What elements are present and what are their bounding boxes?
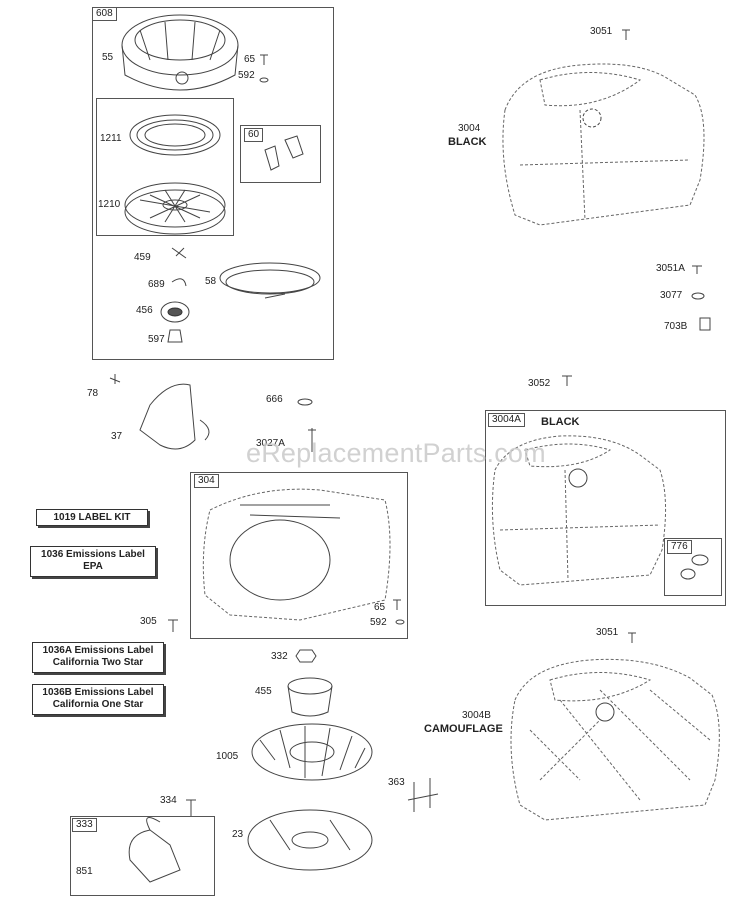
screw-3052-drawing [562, 375, 572, 386]
ignition-coil-851-drawing [128, 817, 181, 883]
kit-1036B-line2: California One Star [52, 699, 144, 710]
kit-1036-line2: EPA [83, 561, 103, 572]
group-tag-608: 608 [92, 7, 117, 21]
part-label-851[interactable]: 851 [76, 866, 93, 877]
part-label-3004[interactable]: 3004 [458, 123, 481, 134]
blower-housing-3004B-drawing [510, 658, 720, 821]
part-label-689[interactable]: 689 [148, 279, 165, 290]
screw-459-drawing [171, 247, 187, 259]
washer-3077-drawing [691, 292, 705, 300]
subgroup-box-inner [96, 98, 234, 236]
blower-housing-3004A-drawing [491, 435, 667, 586]
air-guide-37-drawing [139, 383, 210, 450]
part-label-55[interactable]: 55 [102, 52, 114, 63]
part-label-592-lower[interactable]: 592 [370, 617, 387, 628]
kit-1036A-line2: California Two Star [52, 657, 144, 668]
part-label-1005[interactable]: 1005 [216, 751, 239, 762]
stud-3027A-drawing [308, 428, 316, 452]
screw-3051-mid-drawing [628, 632, 636, 643]
screw-334-drawing [186, 799, 196, 816]
clip-689-drawing [171, 278, 187, 287]
part-label-1210[interactable]: 1210 [98, 199, 121, 210]
part-label-334[interactable]: 334 [160, 795, 177, 806]
part-label-23[interactable]: 23 [232, 829, 244, 840]
bracket-363-drawing [407, 778, 439, 812]
kit-1036B-emissions-label[interactable]: 1036B Emissions Label California One Sta… [32, 684, 164, 715]
group-tag-60: 60 [244, 128, 264, 142]
rewind-spring-drawing [129, 114, 221, 156]
part-label-455[interactable]: 455 [255, 686, 272, 697]
pulley-drawing [124, 182, 226, 235]
kit-1036A-emissions-label[interactable]: 1036A Emissions Label California Two Sta… [32, 642, 164, 673]
group-box-3004A [485, 410, 726, 606]
part-label-3004B[interactable]: 3004B [462, 710, 491, 721]
kit-1036A-line1: 1036A Emissions Label [42, 645, 154, 656]
color-note-camouflage: CAMOUFLAGE [424, 723, 503, 735]
color-note-black-3004: BLACK [448, 136, 487, 148]
starter-handle-drawing [160, 301, 190, 323]
group-box-304 [190, 472, 408, 639]
part-label-3052[interactable]: 3052 [528, 378, 551, 389]
screw-3051A-drawing [692, 265, 702, 274]
part-label-65-upper[interactable]: 65 [244, 54, 256, 65]
flywheel-1005-drawing [251, 723, 373, 781]
screw-3051-top-drawing [622, 29, 630, 40]
nut-703B-drawing [699, 317, 711, 331]
part-label-456[interactable]: 456 [136, 305, 153, 316]
part-label-363[interactable]: 363 [388, 777, 405, 788]
group-box-776 [664, 538, 722, 596]
group-tag-776: 776 [667, 540, 692, 554]
part-label-1211[interactable]: 1211 [100, 133, 122, 144]
group-box-608 [92, 7, 334, 360]
blower-shroud-304-drawing [202, 488, 391, 621]
armature-plate-23-drawing [247, 809, 373, 871]
part-label-3051-top[interactable]: 3051 [590, 26, 613, 37]
part-label-78[interactable]: 78 [87, 388, 99, 399]
part-label-592-upper[interactable]: 592 [238, 70, 255, 81]
part-label-3077[interactable]: 3077 [660, 290, 683, 301]
cup-455-drawing [287, 677, 333, 717]
kit-1036-line1: 1036 Emissions Label [41, 549, 145, 560]
screw-65-lower-drawing [393, 599, 401, 610]
group-box-333 [70, 816, 215, 896]
grommet-776-drawing [680, 554, 709, 580]
screw-65-drawing [260, 54, 268, 65]
kit-1019-label-kit[interactable]: 1019 LABEL KIT [36, 509, 148, 526]
part-label-332[interactable]: 332 [271, 651, 288, 662]
watermark-text: eReplacementParts.com [246, 438, 546, 468]
part-label-459[interactable]: 459 [134, 252, 151, 263]
group-tag-3004A: 3004A [488, 413, 525, 427]
kit-1019-text: 1019 LABEL KIT [53, 512, 131, 523]
group-tag-333: 333 [72, 818, 97, 832]
nut-332-drawing [295, 649, 317, 663]
part-label-597[interactable]: 597 [148, 334, 165, 345]
group-box-60 [240, 125, 321, 183]
color-note-black-3004A: BLACK [541, 416, 580, 428]
kit-1036B-line1: 1036B Emissions Label [42, 687, 154, 698]
part-label-3051A[interactable]: 3051A [656, 263, 685, 274]
washer-666-drawing [297, 398, 313, 406]
part-label-3027A[interactable]: 3027A [256, 438, 285, 449]
part-label-703B[interactable]: 703B [664, 321, 688, 332]
part-label-3051-mid[interactable]: 3051 [596, 627, 619, 638]
part-label-666[interactable]: 666 [266, 394, 283, 405]
kit-1036-emissions-label[interactable]: 1036 Emissions Label EPA [30, 546, 156, 577]
washer-592-drawing [259, 77, 269, 83]
starter-housing-drawing [121, 14, 239, 91]
insert-597-drawing [167, 329, 183, 343]
group-tag-304: 304 [194, 474, 219, 488]
part-label-305[interactable]: 305 [140, 616, 157, 627]
blower-housing-3004-drawing [502, 63, 705, 226]
part-label-65-lower[interactable]: 65 [374, 602, 386, 613]
starter-rope-drawing [219, 262, 321, 299]
pawl-drawing [264, 135, 304, 171]
screw-78-drawing [109, 374, 121, 384]
washer-592-lower-drawing [395, 619, 405, 625]
screw-305-drawing [168, 619, 178, 632]
part-label-58[interactable]: 58 [205, 276, 217, 287]
part-label-37[interactable]: 37 [111, 431, 123, 442]
